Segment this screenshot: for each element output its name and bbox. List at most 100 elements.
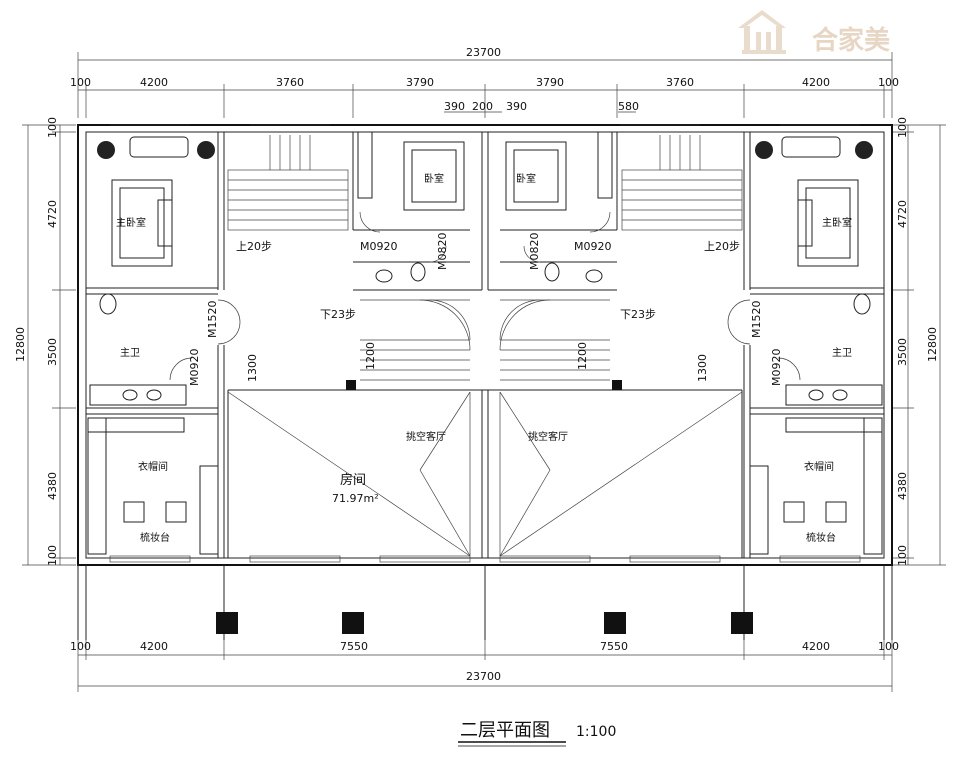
door-m0920-2: M0920 bbox=[574, 240, 612, 253]
dim-left-2: 3500 bbox=[46, 338, 59, 366]
house-logo-icon bbox=[738, 10, 786, 54]
interior-walls bbox=[86, 132, 884, 558]
room-area: 71.97m² bbox=[332, 492, 379, 505]
stair-down-left: 下23步 bbox=[320, 308, 356, 321]
plant-icon bbox=[755, 141, 773, 159]
room-bedroom-right: 卧室 bbox=[516, 172, 536, 185]
dim-top-2: 3760 bbox=[276, 76, 304, 89]
dim-right-3: 4380 bbox=[896, 472, 909, 500]
inner-dim-1200-right: 1200 bbox=[576, 342, 589, 370]
room-void-living-left: 挑空客厅 bbox=[406, 430, 446, 443]
dim-bottom-total: 23700 bbox=[466, 670, 501, 683]
dim-left-1: 4720 bbox=[46, 200, 59, 228]
room-closet-left: 衣帽间 bbox=[138, 460, 168, 473]
dim-top-total: 23700 bbox=[466, 46, 501, 59]
door-m0820-2: M0820 bbox=[528, 233, 541, 271]
room-void-living-right: 挑空客厅 bbox=[528, 430, 568, 443]
wardrobe-left bbox=[87, 417, 219, 555]
door-m0920-4: M0920 bbox=[770, 349, 783, 387]
dim-right-2: 3500 bbox=[896, 338, 909, 366]
column-2 bbox=[342, 612, 364, 634]
void-diagonals bbox=[227, 391, 743, 557]
dim-bottom-4: 4200 bbox=[802, 640, 830, 653]
bath-left bbox=[89, 293, 187, 406]
dim-bottom-5: 100 bbox=[878, 640, 899, 653]
dim-bottom-0: 100 bbox=[70, 640, 91, 653]
dim-right-4: 100 bbox=[896, 545, 909, 566]
dimension-right bbox=[892, 124, 946, 566]
dim-top-4: 3790 bbox=[536, 76, 564, 89]
room-bedroom-left: 卧室 bbox=[424, 172, 444, 185]
dim-right-0: 100 bbox=[896, 117, 909, 138]
inner-dim-1300-right: 1300 bbox=[696, 354, 709, 382]
dim-top-7: 100 bbox=[878, 76, 899, 89]
dim-top-3: 3790 bbox=[406, 76, 434, 89]
logo-text: 合家美 bbox=[812, 25, 890, 56]
inner-dim-1200-left: 1200 bbox=[364, 342, 377, 370]
door-m0920-3: M0920 bbox=[188, 349, 201, 387]
dim-left-4: 100 bbox=[46, 545, 59, 566]
bed-right-master bbox=[797, 179, 859, 267]
brand-logo: 合家美 bbox=[738, 10, 890, 56]
balcony bbox=[77, 565, 893, 640]
bath-right bbox=[785, 293, 883, 406]
dim-bottom-3: 7550 bbox=[600, 640, 628, 653]
dim-left-3: 4380 bbox=[46, 472, 59, 500]
room-name: 房间 bbox=[340, 472, 366, 488]
column-6 bbox=[612, 380, 622, 390]
dim-top-0: 100 bbox=[70, 76, 91, 89]
sofa-left bbox=[129, 136, 189, 158]
dim-bottom-2: 7550 bbox=[340, 640, 368, 653]
dim-top-1: 4200 bbox=[140, 76, 168, 89]
column-1 bbox=[216, 612, 238, 634]
room-master-bedroom-right: 主卧室 bbox=[822, 216, 852, 229]
dim-right-1: 4720 bbox=[896, 200, 909, 228]
chairs-left bbox=[123, 501, 187, 523]
room-closet-right: 衣帽间 bbox=[804, 460, 834, 473]
bed-center-left bbox=[403, 141, 465, 211]
wardrobe-center bbox=[357, 131, 613, 199]
room-dresser-left: 梳妆台 bbox=[140, 531, 170, 544]
dim-small-3: 580 bbox=[618, 100, 639, 113]
dim-small-2: 390 bbox=[506, 100, 527, 113]
dim-top-6: 4200 bbox=[802, 76, 830, 89]
wardrobe-right bbox=[749, 417, 883, 555]
column-4 bbox=[731, 612, 753, 634]
chairs-right bbox=[783, 501, 847, 523]
plant-icon bbox=[855, 141, 873, 159]
door-swings bbox=[169, 211, 801, 381]
drawing-scale: 1:100 bbox=[576, 724, 616, 740]
dimension-top bbox=[77, 52, 893, 118]
room-master-bath-left: 主卫 bbox=[120, 347, 140, 359]
dim-left-total: 12800 bbox=[14, 327, 27, 362]
door-m1520-1: M1520 bbox=[206, 301, 219, 339]
stair-up-right: 上20步 bbox=[704, 240, 740, 253]
dim-small-0: 390 bbox=[444, 100, 465, 113]
dimension-left bbox=[22, 124, 76, 566]
dim-left-0: 100 bbox=[46, 117, 59, 138]
powder-fixtures bbox=[375, 262, 603, 283]
stair-right bbox=[499, 135, 743, 381]
dim-bottom-1: 4200 bbox=[140, 640, 168, 653]
plant-icon bbox=[197, 141, 215, 159]
room-master-bath-right: 主卫 bbox=[832, 347, 852, 359]
room-master-bedroom-left: 主卧室 bbox=[116, 216, 146, 229]
stair-up-left: 上20步 bbox=[236, 240, 272, 253]
bed-left-master bbox=[111, 179, 173, 267]
sofa-right bbox=[781, 136, 841, 158]
room-dresser-right: 梳妆台 bbox=[806, 531, 836, 544]
drawing-title: 二层平面图 bbox=[460, 720, 550, 741]
door-m0920-1: M0920 bbox=[360, 240, 398, 253]
door-m1520-2: M1520 bbox=[750, 301, 763, 339]
dim-right-total: 12800 bbox=[926, 327, 939, 362]
plant-icon bbox=[97, 141, 115, 159]
stair-down-right: 下23步 bbox=[620, 308, 656, 321]
stair-left bbox=[227, 135, 471, 381]
column-5 bbox=[346, 380, 356, 390]
bed-center-right bbox=[505, 141, 567, 211]
dim-small-1: 200 bbox=[472, 100, 493, 113]
inner-dim-1300-left: 1300 bbox=[246, 354, 259, 382]
column-3 bbox=[604, 612, 626, 634]
dim-top-5: 3760 bbox=[666, 76, 694, 89]
